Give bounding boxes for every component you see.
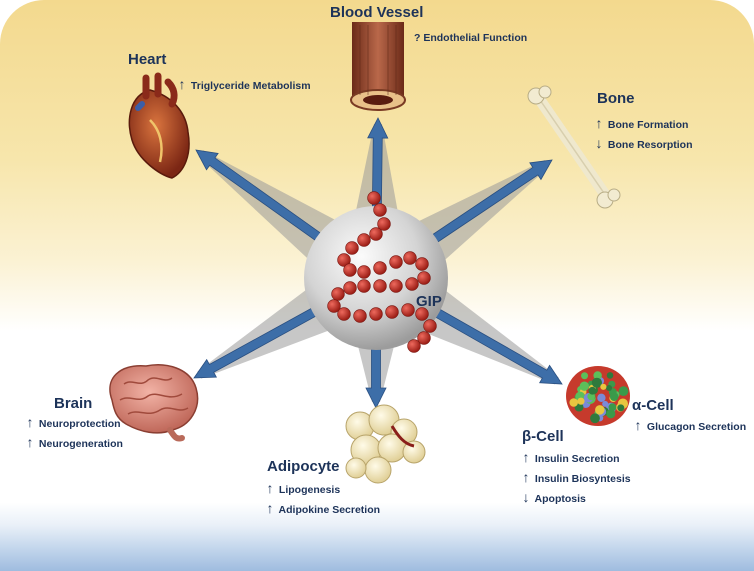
arrow-to-adipocyte xyxy=(365,347,387,409)
brain-illustration xyxy=(109,364,199,442)
islet-cell xyxy=(590,413,600,424)
peptide-bead xyxy=(357,279,371,293)
peptide-bead xyxy=(385,305,399,319)
islet-cell xyxy=(591,377,602,388)
peptide-bead xyxy=(377,217,391,231)
islet-cell xyxy=(609,392,619,401)
arrow-to-bone xyxy=(431,159,553,244)
islet-cell xyxy=(587,392,595,401)
peptide-bead xyxy=(331,287,345,301)
peptide-bead xyxy=(369,307,383,321)
islet-cell xyxy=(577,397,585,405)
islet-cell xyxy=(579,381,590,391)
islet-cell xyxy=(606,372,614,379)
alpha-cell-title: α-Cell xyxy=(632,397,674,414)
islet-cell xyxy=(605,384,613,392)
capillary xyxy=(390,425,415,448)
islet-cell xyxy=(581,372,589,380)
peptide-bead xyxy=(389,255,403,269)
blood-vessel-effect: ? Endothelial Function xyxy=(414,32,528,44)
peptide-bead xyxy=(367,191,381,205)
arrow-to-brain xyxy=(193,307,318,379)
islet-cell xyxy=(602,400,609,407)
peptide-bead xyxy=(423,319,437,333)
adipocyte-effects: ↑ Lipogenesis ↑ Adipokine Secretion xyxy=(266,480,381,516)
islet-cell xyxy=(588,386,597,395)
peptide-bead xyxy=(343,263,357,277)
peptide-bead xyxy=(417,331,431,345)
peptide-bead xyxy=(345,241,359,255)
bone-illustration xyxy=(527,85,621,209)
islet-cell xyxy=(569,398,579,407)
arrow-to-islet xyxy=(434,308,563,385)
islet-cell xyxy=(606,409,616,419)
peptide-bead xyxy=(373,261,387,275)
beta-cell-title: β-Cell xyxy=(522,428,564,445)
brain-effects: ↑ Neuroprotection ↑ Neurogeneration xyxy=(26,414,123,450)
peptide-bead xyxy=(369,227,383,241)
peptide-bead xyxy=(343,281,357,295)
fat-cell xyxy=(402,440,426,464)
heart-effect: ↑ Triglyceride Metabolism xyxy=(178,76,311,92)
peptide-bead xyxy=(327,299,341,313)
peptide-bead xyxy=(415,307,429,321)
peptide-bead xyxy=(405,277,419,291)
peptide-bead xyxy=(417,271,431,285)
bone-title: Bone xyxy=(597,90,635,107)
peptide-bead xyxy=(407,339,421,353)
arrow-to-heart xyxy=(195,149,323,242)
blood-vessel-illustration xyxy=(350,22,406,111)
islet-cell xyxy=(597,393,606,403)
islet-cell-illustration xyxy=(566,366,630,426)
peptide-bead xyxy=(353,309,367,323)
peptide-bead xyxy=(401,303,415,317)
islet-cell xyxy=(618,386,629,397)
peptide-bead xyxy=(337,307,351,321)
heart-illustration xyxy=(128,72,190,179)
peptide-bead xyxy=(357,233,371,247)
islet-cell xyxy=(595,405,605,415)
peptide-bead xyxy=(415,257,429,271)
gip-label: GIP xyxy=(416,293,442,310)
blood-vessel-title: Blood Vessel xyxy=(330,4,424,21)
peptide-bead xyxy=(357,265,371,279)
brain-title: Brain xyxy=(54,395,93,412)
peptide-bead xyxy=(373,279,387,293)
bone-effects: ↑ Bone Formation ↓ Bone Resorption xyxy=(595,115,693,151)
peptide-bead xyxy=(403,251,417,265)
islet-cell xyxy=(608,403,617,412)
islet-cell xyxy=(600,383,607,390)
islet-cell xyxy=(593,371,602,380)
alpha-cell-effect: ↑ Glucagon Secretion xyxy=(634,417,747,433)
heart-title: Heart xyxy=(128,51,167,68)
peptide-bead xyxy=(389,279,403,293)
adipocyte-illustration xyxy=(345,404,426,484)
fat-cell xyxy=(345,457,367,479)
signal-arrows xyxy=(193,117,563,409)
peptide-bead xyxy=(337,253,351,267)
peptide-bead xyxy=(373,203,387,217)
beta-cell-effects: ↑ Insulin Secretion ↑ Insulin Biosyntesi… xyxy=(522,449,631,505)
islet-cell xyxy=(617,404,625,412)
adipocyte-title: Adipocyte xyxy=(267,458,340,475)
gip-peptide-chain xyxy=(327,191,437,353)
